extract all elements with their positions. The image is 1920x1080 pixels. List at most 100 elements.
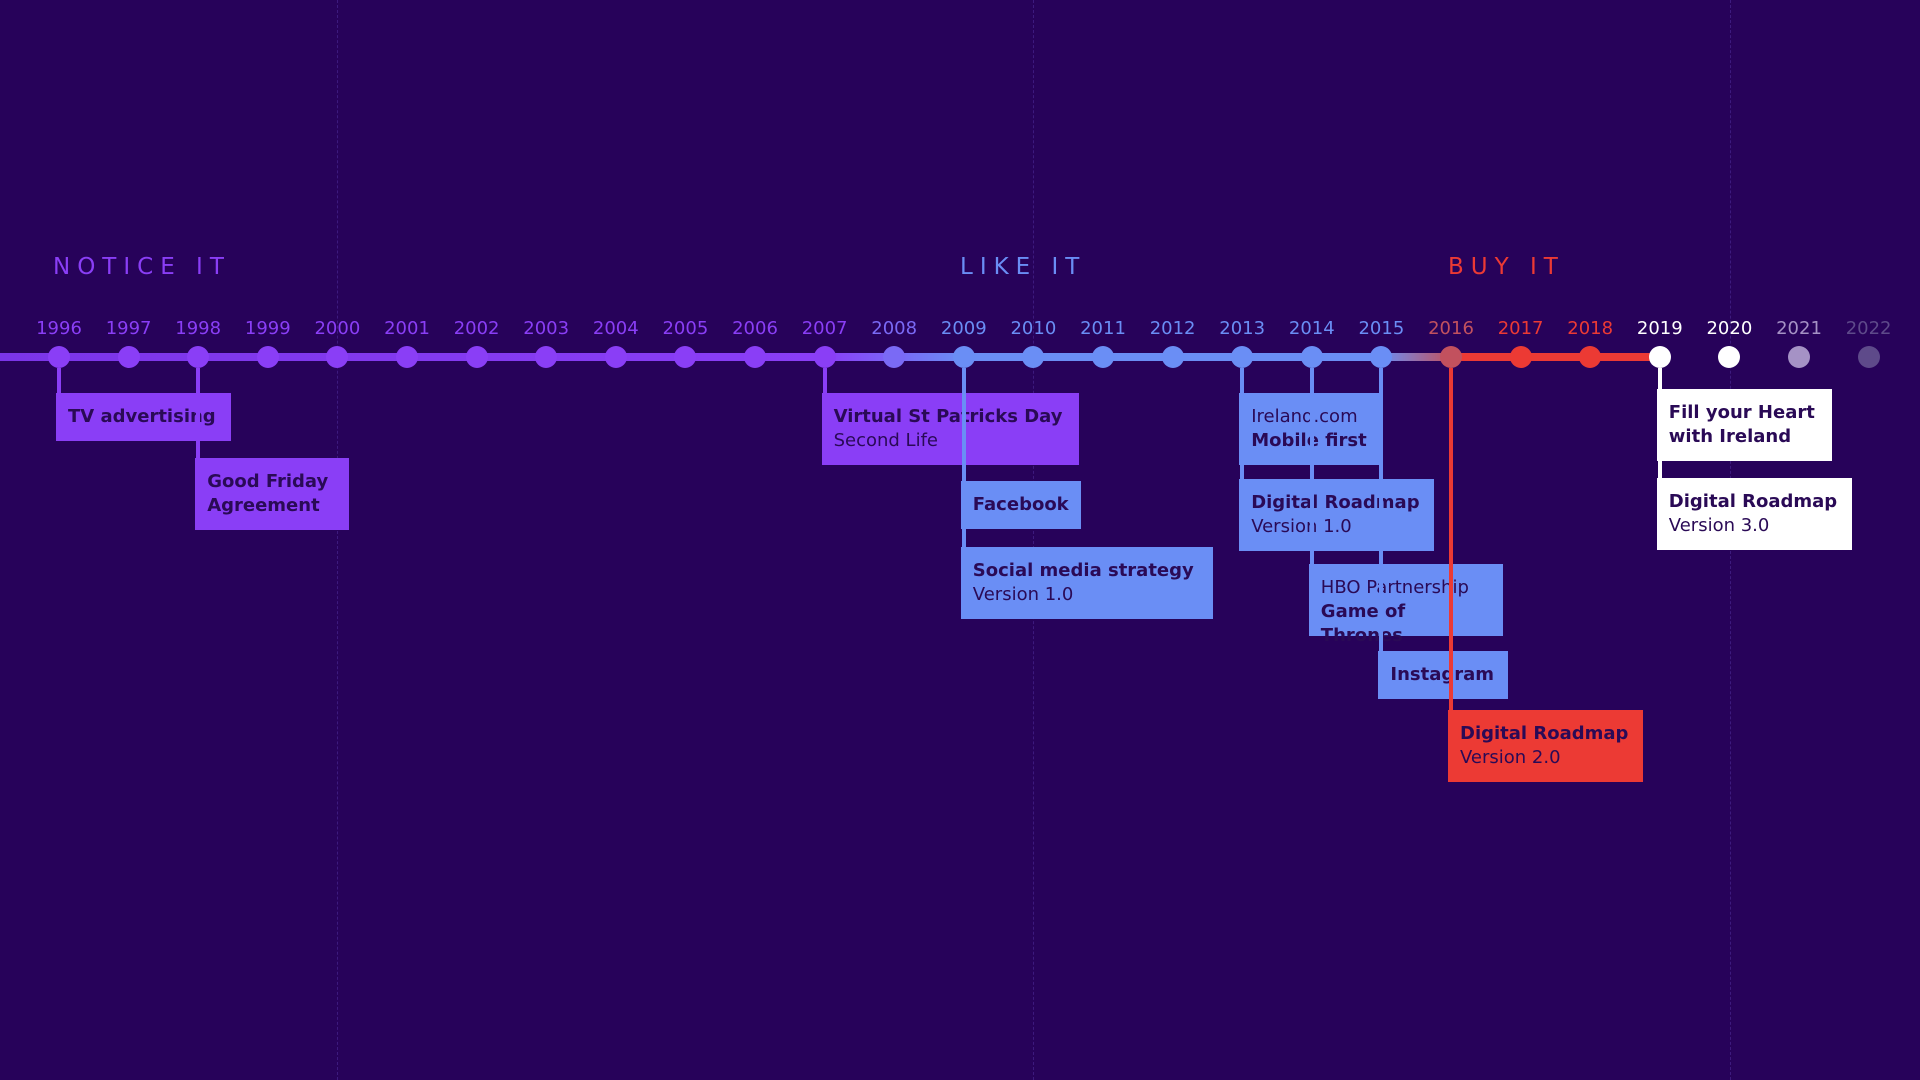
event-connector bbox=[1379, 368, 1384, 651]
year-dot-2016 bbox=[1440, 346, 1462, 368]
year-label-1996: 1996 bbox=[36, 318, 82, 339]
phase-like-it: LIKE IT bbox=[960, 254, 1087, 280]
year-label-2006: 2006 bbox=[732, 318, 778, 339]
event-subtitle: Ireland.com bbox=[1251, 406, 1358, 427]
event-connector bbox=[1657, 368, 1662, 478]
year-dot-1996 bbox=[48, 346, 70, 368]
year-label-2007: 2007 bbox=[801, 318, 848, 339]
year-label-2009: 2009 bbox=[940, 318, 987, 339]
year-label-2017: 2017 bbox=[1497, 318, 1544, 339]
year-label-2020: 2020 bbox=[1706, 318, 1753, 339]
year-dot-2021 bbox=[1788, 346, 1810, 368]
event-connector bbox=[1309, 368, 1314, 564]
event-title: Game of Thrones bbox=[1320, 601, 1406, 646]
year-dot-2001 bbox=[396, 346, 418, 368]
year-label-2021: 2021 bbox=[1776, 318, 1822, 339]
event-connector bbox=[196, 368, 201, 458]
phase-buy-it: BUY IT bbox=[1448, 254, 1565, 280]
year-dot-2002 bbox=[465, 346, 488, 368]
event-subtitle: Second Life bbox=[833, 430, 938, 451]
event-box: Facebook bbox=[960, 481, 1081, 529]
year-dot-2014 bbox=[1300, 346, 1323, 368]
year-dot-2009 bbox=[952, 346, 975, 368]
event-box: TV advertising bbox=[56, 393, 231, 441]
year-dot-2019 bbox=[1648, 346, 1671, 368]
year-label-2011: 2011 bbox=[1080, 318, 1126, 339]
event-box: Fill your Heart with Ireland bbox=[1656, 389, 1832, 461]
event-title: Digital Roadmap bbox=[1251, 492, 1420, 513]
year-label-2019: 2019 bbox=[1636, 318, 1683, 339]
year-dot-2015 bbox=[1370, 346, 1393, 368]
event-subtitle: Version 3.0 bbox=[1668, 515, 1770, 536]
year-label-2008: 2008 bbox=[871, 318, 918, 339]
year-label-2022: 2022 bbox=[1845, 318, 1892, 339]
year-dot-2006 bbox=[744, 346, 766, 368]
event-title: Digital Roadmap bbox=[1668, 491, 1838, 512]
event-connector bbox=[1449, 368, 1453, 710]
event-title: Good Friday Agreement bbox=[207, 471, 329, 516]
year-label-1997: 1997 bbox=[105, 318, 152, 339]
year-label-1998: 1998 bbox=[175, 318, 222, 339]
event-title: Digital Roadmap bbox=[1460, 723, 1629, 744]
year-dot-2003 bbox=[535, 346, 558, 368]
event-connector bbox=[57, 368, 61, 393]
event-box: Instagram bbox=[1378, 651, 1509, 699]
year-dot-2004 bbox=[604, 346, 627, 368]
phase-notice-it: NOTICE IT bbox=[53, 254, 231, 280]
event-connector bbox=[1240, 368, 1245, 479]
year-label-2003: 2003 bbox=[523, 318, 570, 339]
year-dot-2011 bbox=[1092, 346, 1114, 368]
year-dot-2008 bbox=[883, 346, 906, 368]
year-dot-2007 bbox=[813, 346, 836, 368]
year-dot-2013 bbox=[1231, 346, 1254, 368]
year-label-2013: 2013 bbox=[1219, 318, 1266, 339]
year-dot-2012 bbox=[1161, 346, 1184, 368]
event-connector bbox=[961, 368, 966, 547]
event-title: Instagram bbox=[1390, 664, 1495, 685]
year-label-2010: 2010 bbox=[1010, 318, 1057, 339]
year-dot-2010 bbox=[1022, 346, 1045, 368]
event-subtitle: Version 1.0 bbox=[1251, 516, 1352, 537]
year-dot-1999 bbox=[256, 346, 279, 368]
year-dot-2005 bbox=[674, 346, 697, 368]
year-label-2015: 2015 bbox=[1358, 318, 1405, 339]
event-subtitle: HBO Partnership bbox=[1320, 577, 1469, 598]
year-dot-2018 bbox=[1579, 346, 1602, 368]
timeline-segment bbox=[1381, 353, 1451, 361]
year-dot-2020 bbox=[1718, 346, 1741, 368]
grid-line bbox=[337, 0, 338, 1080]
event-title: TV advertising bbox=[68, 406, 216, 427]
event-title: Fill your Heart with Ireland bbox=[1668, 402, 1815, 447]
event-box: Good Friday Agreement bbox=[195, 458, 350, 530]
year-label-1999: 1999 bbox=[244, 318, 291, 339]
event-subtitle: Version 2.0 bbox=[1460, 747, 1561, 768]
year-label-2001: 2001 bbox=[384, 318, 430, 339]
year-label-2016: 2016 bbox=[1428, 318, 1474, 339]
event-title: Virtual St Patricks Day bbox=[833, 406, 1063, 427]
year-dot-1997 bbox=[117, 346, 140, 368]
year-dot-1998 bbox=[187, 346, 210, 368]
event-title: Social media strategy bbox=[972, 560, 1194, 581]
event-title: Facebook bbox=[972, 494, 1069, 515]
year-dot-2000 bbox=[326, 346, 349, 368]
year-dot-2017 bbox=[1509, 346, 1532, 368]
year-label-2012: 2012 bbox=[1149, 318, 1196, 339]
year-dot-2022 bbox=[1857, 346, 1880, 368]
year-label-2014: 2014 bbox=[1288, 318, 1335, 339]
grid-line bbox=[1033, 0, 1034, 1080]
year-label-2005: 2005 bbox=[662, 318, 709, 339]
event-title: Mobile first bbox=[1251, 430, 1367, 451]
year-label-2018: 2018 bbox=[1567, 318, 1614, 339]
event-connector bbox=[822, 368, 827, 393]
timeline-segment bbox=[1451, 353, 1660, 361]
year-label-2000: 2000 bbox=[314, 318, 361, 339]
year-label-2004: 2004 bbox=[592, 318, 639, 339]
